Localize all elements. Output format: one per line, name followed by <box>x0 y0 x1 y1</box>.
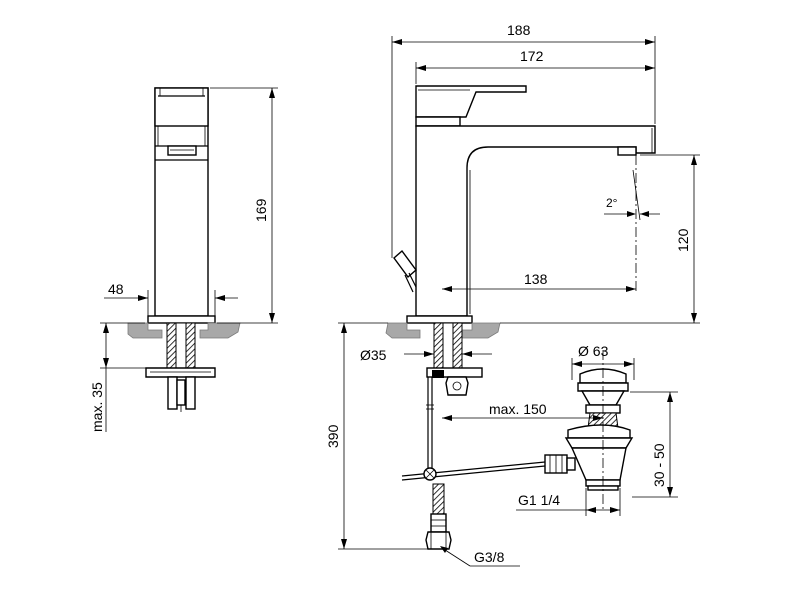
dim-spout-reach: 138 <box>524 271 548 287</box>
front-countertop <box>385 322 421 339</box>
side-threaded-stud <box>166 322 177 369</box>
popup-rod-knob <box>393 249 417 279</box>
dim-spout-length: 172 <box>520 48 544 64</box>
side-base-plate <box>147 315 216 324</box>
front-threaded-stud <box>433 322 444 369</box>
dim-waste-reach: max. 150 <box>489 401 547 417</box>
dim-waste-thread: G1 1/4 <box>518 492 560 508</box>
side-lever <box>154 87 209 127</box>
waste-drain <box>544 368 634 491</box>
dim-hole-diameter: Ø35 <box>360 347 387 363</box>
side-mounting-plate <box>145 367 216 378</box>
supply-hose <box>432 483 445 515</box>
dim-waste-diameter: Ø 63 <box>578 343 609 359</box>
dim-spout-height: 120 <box>675 228 691 252</box>
dim-hose-thread: G3/8 <box>474 549 505 565</box>
dim-side-height: 169 <box>253 198 269 222</box>
front-base-plate <box>406 315 473 324</box>
front-lever <box>415 85 527 118</box>
front-view <box>338 36 700 567</box>
dim-total-height: 390 <box>325 424 341 448</box>
side-countertop <box>127 322 163 339</box>
dim-max-thickness: max. 35 <box>89 382 105 432</box>
side-view <box>100 87 278 432</box>
dim-overall-length: 188 <box>507 22 531 38</box>
dim-spout-angle: 2° <box>606 196 618 210</box>
dim-side-width: 48 <box>108 281 124 297</box>
dim-waste-height: 30 - 50 <box>651 443 667 487</box>
